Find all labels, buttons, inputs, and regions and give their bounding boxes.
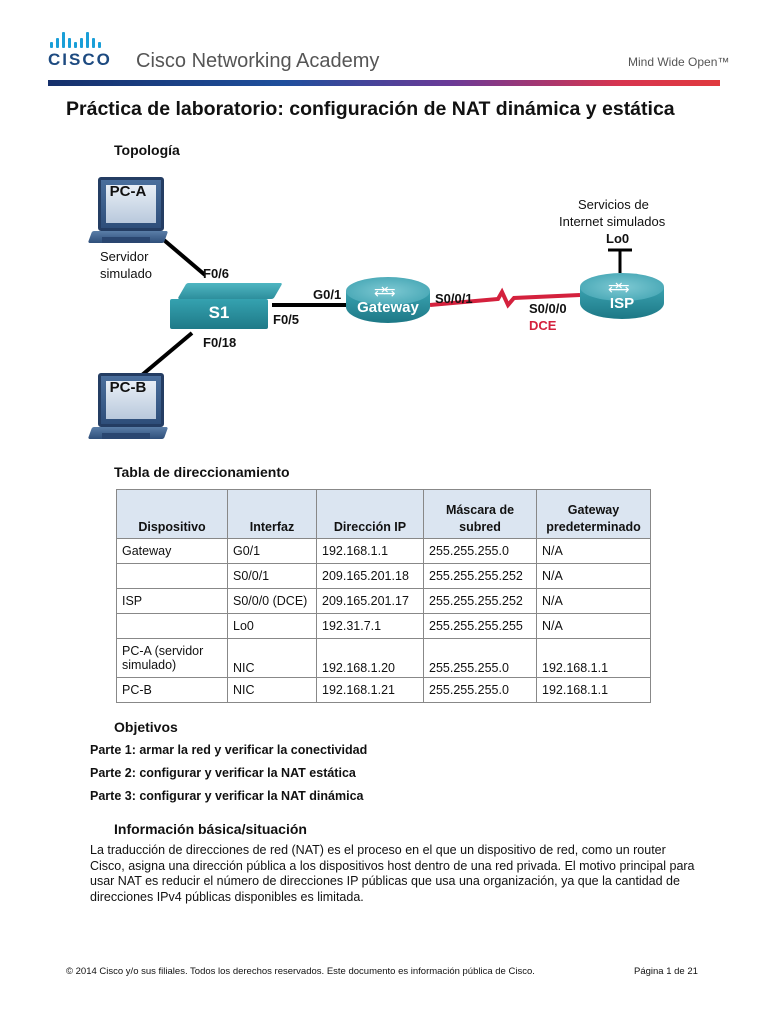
address-table-heading: Tabla de direccionamiento	[114, 464, 290, 480]
table-row: S0/0/1 209.165.201.18 255.255.255.252 N/…	[116, 563, 651, 589]
table-cell: 255.255.255.255	[423, 613, 537, 639]
table-row: PC-A (servidor simulado) NIC 192.168.1.2…	[116, 638, 651, 678]
objective-item: Parte 1: armar la red y verificar la con…	[90, 743, 368, 757]
topology-diagram: PC-A Servidor simulado PC-B S1 F0/6 F0/5…	[80, 165, 700, 455]
table-cell: N/A	[536, 613, 651, 639]
table-cell: PC-A (servidor simulado)	[116, 638, 228, 678]
address-table: Dispositivo Interfaz Dirección IP Máscar…	[116, 489, 651, 703]
table-cell	[116, 563, 228, 589]
objective-item: Parte 2: configurar y verificar la NAT e…	[90, 766, 356, 780]
table-cell: 192.168.1.1	[536, 638, 651, 678]
col-header: Dirección IP	[316, 489, 424, 539]
internet-label-1: Servicios de	[578, 197, 649, 212]
port-s001-label: S0/0/1	[435, 291, 473, 306]
col-header: Gateway predeterminado	[536, 489, 651, 539]
topology-heading: Topología	[114, 142, 180, 158]
table-cell: S0/0/1	[227, 563, 317, 589]
table-cell: N/A	[536, 538, 651, 564]
link-gateway-isp-serial	[429, 287, 581, 309]
pc-b-label: PC-B	[109, 379, 147, 396]
cisco-wordmark: CISCO	[48, 50, 112, 69]
table-cell: PC-B	[116, 677, 228, 703]
switch-s1-icon: S1	[170, 283, 283, 331]
table-cell: Gateway	[116, 538, 228, 564]
col-header: Dispositivo	[116, 489, 228, 539]
pc-a-icon: PC-A	[87, 173, 169, 263]
router-isp-label: ISP	[609, 295, 635, 312]
table-cell	[116, 613, 228, 639]
table-cell: NIC	[227, 638, 317, 678]
table-cell: 192.168.1.20	[316, 638, 424, 678]
port-f05-label: F0/5	[273, 312, 300, 327]
table-row: PC-B NIC 192.168.1.21 255.255.255.0 192.…	[116, 677, 651, 703]
router-isp-icon: ⇄⇆ ISP	[580, 273, 664, 333]
dce-label: DCE	[529, 318, 557, 333]
footer-copyright: © 2014 Cisco y/o sus filiales. Todos los…	[66, 966, 535, 977]
table-cell: 192.168.1.21	[316, 677, 424, 703]
document-title: Práctica de laboratorio: configuración d…	[66, 98, 675, 120]
table-cell: S0/0/0 (DCE)	[227, 588, 317, 614]
link-pcb-s1	[140, 331, 194, 377]
table-header-row: Dispositivo Interfaz Dirección IP Máscar…	[116, 489, 651, 539]
table-cell: 255.255.255.0	[423, 638, 537, 678]
table-row: Gateway G0/1 192.168.1.1 255.255.255.0 N…	[116, 538, 651, 564]
col-header: Interfaz	[227, 489, 317, 539]
table-cell: 255.255.255.0	[423, 677, 537, 703]
table-cell: 255.255.255.252	[423, 588, 537, 614]
table-cell: NIC	[227, 677, 317, 703]
servidor-label-2: simulado	[100, 266, 153, 281]
table-row: ISP S0/0/0 (DCE) 209.165.201.17 255.255.…	[116, 588, 651, 614]
table-cell: ISP	[116, 588, 228, 614]
tagline: Mind Wide Open™	[628, 55, 730, 69]
table-cell: G0/1	[227, 538, 317, 564]
servidor-label-1: Servidor	[100, 249, 149, 264]
table-cell: N/A	[536, 563, 651, 589]
table-cell: 192.168.1.1	[316, 538, 424, 564]
port-s000-label: S0/0/0	[529, 301, 567, 316]
table-cell: 209.165.201.18	[316, 563, 424, 589]
header-color-rule	[48, 80, 720, 86]
background-heading: Información básica/situación	[114, 821, 307, 837]
table-row: Lo0 192.31.7.1 255.255.255.255 N/A	[116, 613, 651, 639]
pc-b-icon: PC-B	[87, 369, 169, 459]
port-f06-label: F0/6	[203, 266, 230, 281]
footer-page-number: Página 1 de 21	[634, 966, 698, 977]
cisco-logo: CISCO	[48, 30, 118, 70]
table-cell: 255.255.255.0	[423, 538, 537, 564]
pc-a-label: PC-A	[109, 183, 147, 200]
link-pca-s1	[156, 233, 207, 277]
port-f018-label: F0/18	[203, 335, 237, 350]
switch-s1-label: S1	[208, 303, 230, 322]
academy-name: Cisco Networking Academy	[136, 50, 380, 72]
col-header: Máscara de subred	[423, 489, 537, 539]
objective-item: Parte 3: configurar y verificar la NAT d…	[90, 789, 364, 803]
table-cell: 209.165.201.17	[316, 588, 424, 614]
table-cell: 192.31.7.1	[316, 613, 424, 639]
background-paragraph: La traducción de direcciones de red (NAT…	[90, 843, 695, 904]
table-cell: 255.255.255.252	[423, 563, 537, 589]
internet-label-2: Internet simulados	[559, 214, 666, 229]
router-gateway-icon: ⇄⇆ Gateway	[346, 277, 430, 337]
lo0-label: Lo0	[606, 231, 630, 246]
table-cell: Lo0	[227, 613, 317, 639]
topology-links	[140, 233, 632, 377]
table-cell: 192.168.1.1	[536, 677, 651, 703]
table-cell: N/A	[536, 588, 651, 614]
objectives-heading: Objetivos	[114, 719, 178, 735]
router-gateway-label: Gateway	[357, 299, 419, 316]
port-g01-label: G0/1	[313, 287, 342, 302]
